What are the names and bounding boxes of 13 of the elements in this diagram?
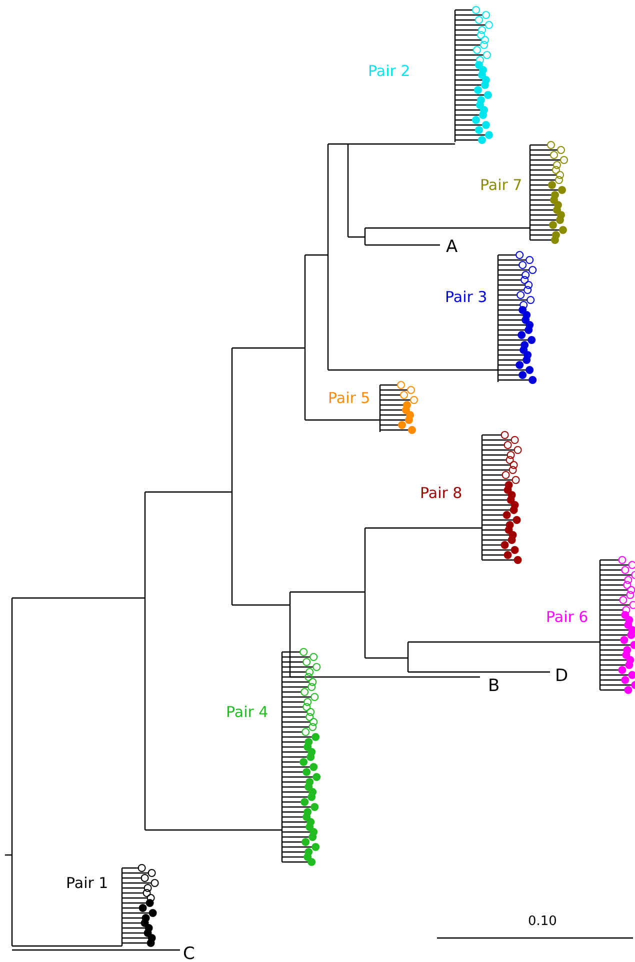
clade-label: Pair 8 — [420, 486, 462, 501]
clade-label: Pair 2 — [368, 64, 410, 79]
clade-label: Pair 6 — [546, 610, 588, 625]
taxon-label: B — [488, 678, 500, 695]
taxon-label: C — [183, 946, 195, 962]
clade-label: Pair 3 — [445, 290, 488, 305]
scale-label: 0.10 — [528, 915, 557, 928]
clade-label: Pair 5 — [328, 391, 370, 406]
clade-label: Pair 1 — [66, 876, 108, 891]
taxon-label: A — [446, 239, 458, 256]
clade-label: Pair 4 — [226, 705, 268, 720]
taxon-label: D — [555, 668, 568, 685]
clade-label: Pair 7 — [480, 178, 522, 193]
